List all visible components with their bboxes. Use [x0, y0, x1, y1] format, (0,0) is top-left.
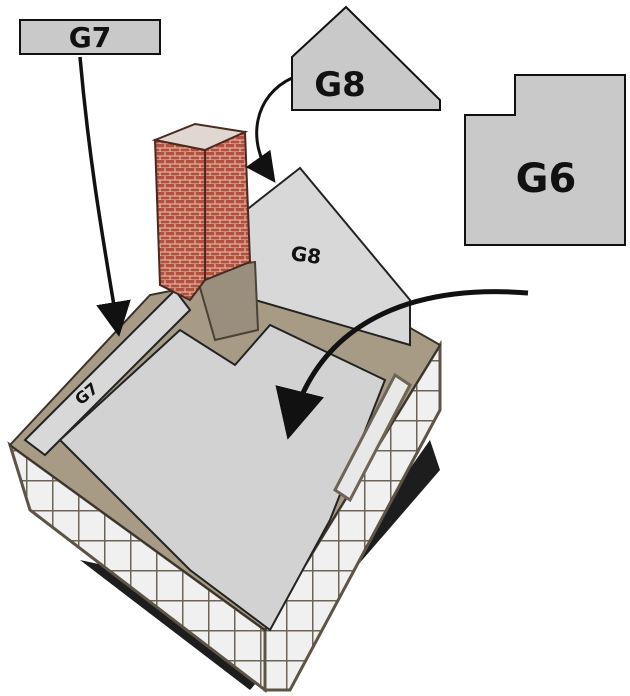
- chimney-top: [151, 122, 249, 152]
- piece-g8: G8: [291, 5, 441, 111]
- piece-g7: G7: [19, 19, 161, 55]
- arrow-g8: [245, 76, 293, 183]
- roof-label-g8: G8: [289, 241, 322, 269]
- dormer: [333, 372, 412, 503]
- chimney-front: [153, 138, 206, 302]
- chimney-side: [204, 130, 252, 282]
- base-shadow: [80, 440, 440, 690]
- piece-g8-label: G8: [314, 65, 366, 105]
- piece-g7-label: G7: [69, 21, 111, 54]
- piece-g6-label: G6: [516, 156, 577, 202]
- roof-panel-g7: [23, 288, 192, 457]
- piece-g6: G6: [464, 74, 626, 246]
- arrow-g7: [78, 56, 131, 337]
- arrow-g6: [275, 289, 529, 440]
